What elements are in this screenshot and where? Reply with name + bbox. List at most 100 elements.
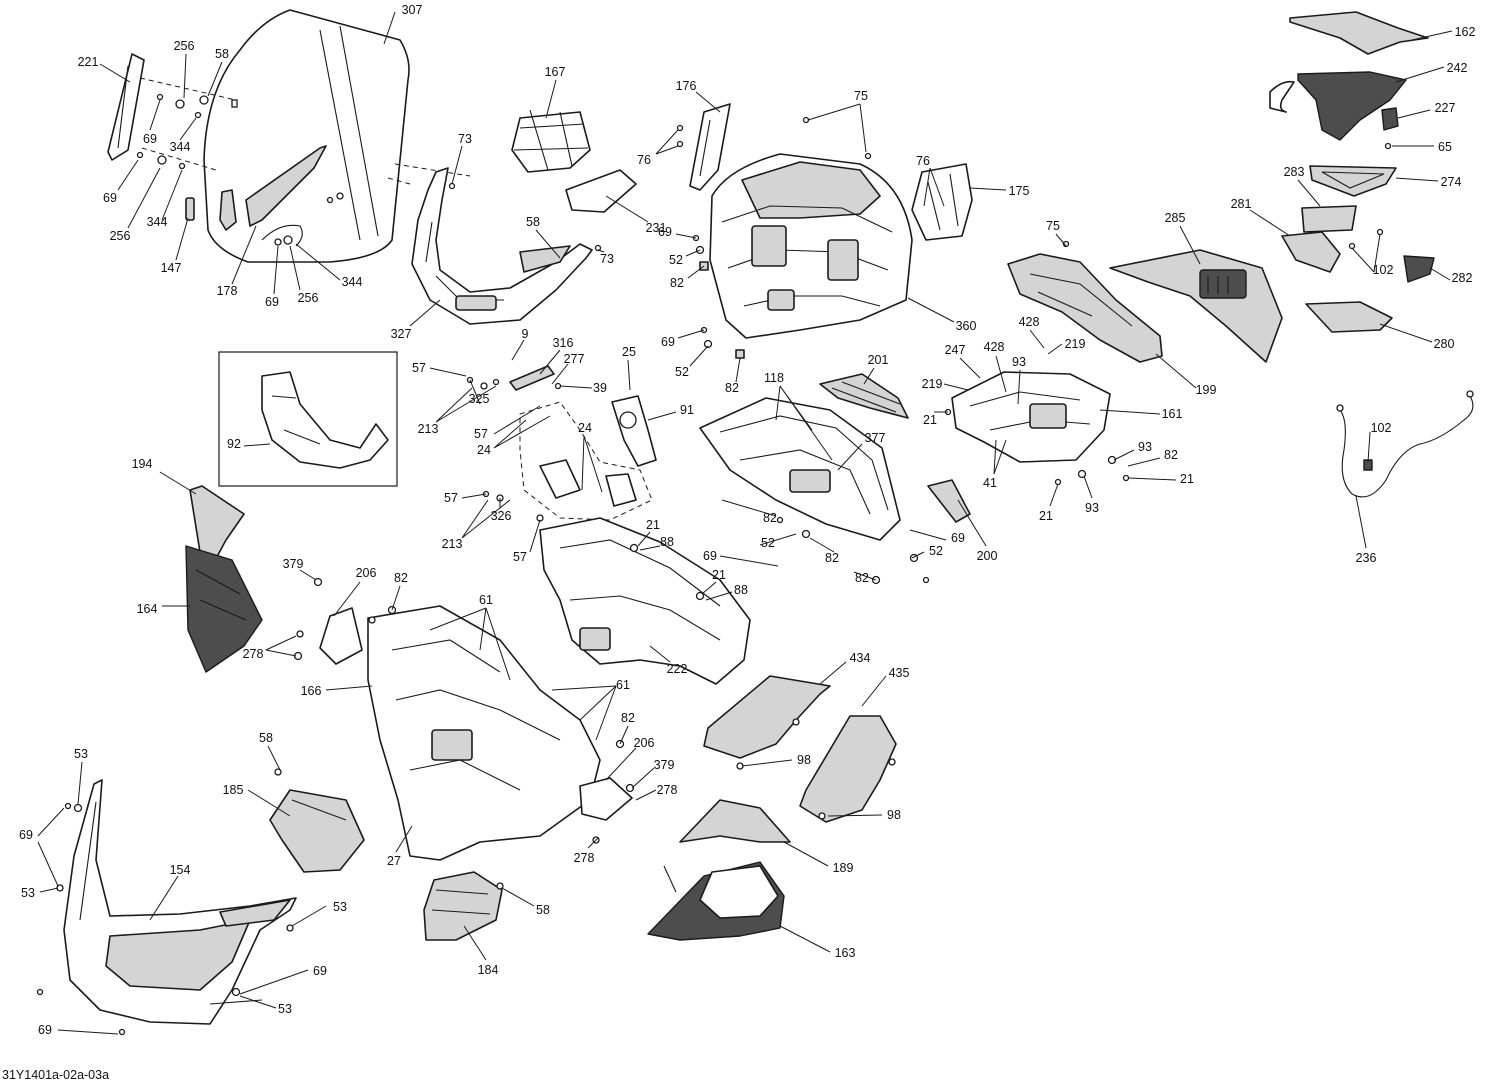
callout-360: 360 [956, 319, 977, 333]
callout-154: 154 [170, 863, 191, 877]
callout-222: 222 [667, 662, 688, 676]
grille-201 [819, 373, 909, 419]
callout-213: 213 [442, 537, 463, 551]
callout-69: 69 [103, 191, 117, 205]
part-283 [1301, 205, 1357, 233]
callout-344: 344 [170, 140, 191, 154]
callout-93: 93 [1138, 440, 1152, 454]
callout-242: 242 [1447, 61, 1468, 75]
callout-98: 98 [797, 753, 811, 767]
callout-199: 199 [1196, 383, 1217, 397]
callout-236: 236 [1356, 551, 1377, 565]
deflector-221 [107, 53, 145, 161]
windshield-307 [203, 9, 410, 263]
callout-58: 58 [215, 47, 229, 61]
callout-69: 69 [143, 132, 157, 146]
callout-213: 213 [418, 422, 439, 436]
callout-65: 65 [1438, 140, 1452, 154]
callout-256: 256 [110, 229, 131, 243]
callout-247: 247 [945, 343, 966, 357]
callout-57: 57 [513, 550, 527, 564]
callout-184: 184 [478, 963, 499, 977]
callout-277: 277 [564, 352, 585, 366]
callout-307: 307 [402, 3, 423, 17]
panel-434 [703, 675, 831, 759]
callout-162: 162 [1455, 25, 1476, 39]
callout-82: 82 [621, 711, 635, 725]
bracket-dashed [519, 401, 653, 521]
callout-281: 281 [1231, 197, 1252, 211]
callout-221: 221 [78, 55, 99, 69]
callout-82: 82 [763, 511, 777, 525]
callout-428: 428 [1019, 315, 1040, 329]
callout-379: 379 [283, 557, 304, 571]
callout-76: 76 [916, 154, 930, 168]
callout-147: 147 [161, 261, 182, 275]
callout-278: 278 [657, 783, 678, 797]
callout-285: 285 [1165, 211, 1186, 225]
callout-53: 53 [21, 886, 35, 900]
callout-24: 24 [477, 443, 491, 457]
callout-69: 69 [658, 225, 672, 239]
cable-236 [1339, 395, 1474, 498]
callout-283: 283 [1284, 165, 1305, 179]
cover-199 [1007, 253, 1163, 363]
callout-227: 227 [1435, 101, 1456, 115]
callout-282: 282 [1452, 271, 1473, 285]
callout-88: 88 [734, 583, 748, 597]
callout-175: 175 [1009, 184, 1030, 198]
leader-lines [37, 11, 1453, 1035]
callout-206: 206 [356, 566, 377, 580]
callout-256: 256 [174, 39, 195, 53]
callout-167: 167 [545, 65, 566, 79]
windshield-support-327 [411, 167, 593, 325]
callout-435: 435 [889, 666, 910, 680]
callout-58: 58 [526, 215, 540, 229]
callout-61: 61 [479, 593, 493, 607]
callout-88: 88 [660, 535, 674, 549]
callout-82: 82 [725, 381, 739, 395]
part-200 [927, 479, 971, 523]
callout-161: 161 [1162, 407, 1183, 421]
inset-bracket-92 [261, 371, 389, 469]
callout-69: 69 [703, 549, 717, 563]
cover-189 [679, 799, 791, 843]
callout-231: 231 [646, 221, 667, 235]
callout-58: 58 [536, 903, 550, 917]
callout-434: 434 [850, 651, 871, 665]
instrument-cover-167 [511, 111, 591, 173]
callout-52: 52 [929, 544, 943, 558]
callout-82: 82 [1164, 448, 1178, 462]
callout-189: 189 [833, 861, 854, 875]
callout-201: 201 [868, 353, 889, 367]
callout-428: 428 [984, 340, 1005, 354]
callout-93: 93 [1085, 501, 1099, 515]
callout-102: 102 [1371, 421, 1392, 435]
callout-219: 219 [922, 377, 943, 391]
bar-316 [509, 365, 555, 391]
callout-21: 21 [646, 518, 660, 532]
part-227 [1381, 107, 1399, 131]
motor-91 [611, 395, 657, 467]
callout-69: 69 [951, 531, 965, 545]
callout-53: 53 [278, 1002, 292, 1016]
cover-185 [269, 789, 365, 873]
callout-118: 118 [764, 371, 784, 385]
callout-178: 178 [217, 284, 238, 298]
callout-325: 325 [469, 392, 490, 406]
callout-21: 21 [1039, 509, 1053, 523]
callout-327: 327 [391, 327, 412, 341]
callout-21: 21 [712, 568, 726, 582]
callout-166: 166 [301, 684, 322, 698]
callout-57: 57 [444, 491, 458, 505]
callout-206: 206 [634, 736, 655, 750]
callout-69: 69 [313, 964, 327, 978]
callout-52: 52 [761, 536, 775, 550]
cover-184 [423, 871, 503, 941]
callout-52: 52 [669, 253, 683, 267]
callout-344: 344 [147, 215, 168, 229]
windshield-fasteners [136, 93, 344, 246]
detail-inset-box [218, 351, 398, 487]
part-281 [1281, 231, 1341, 273]
